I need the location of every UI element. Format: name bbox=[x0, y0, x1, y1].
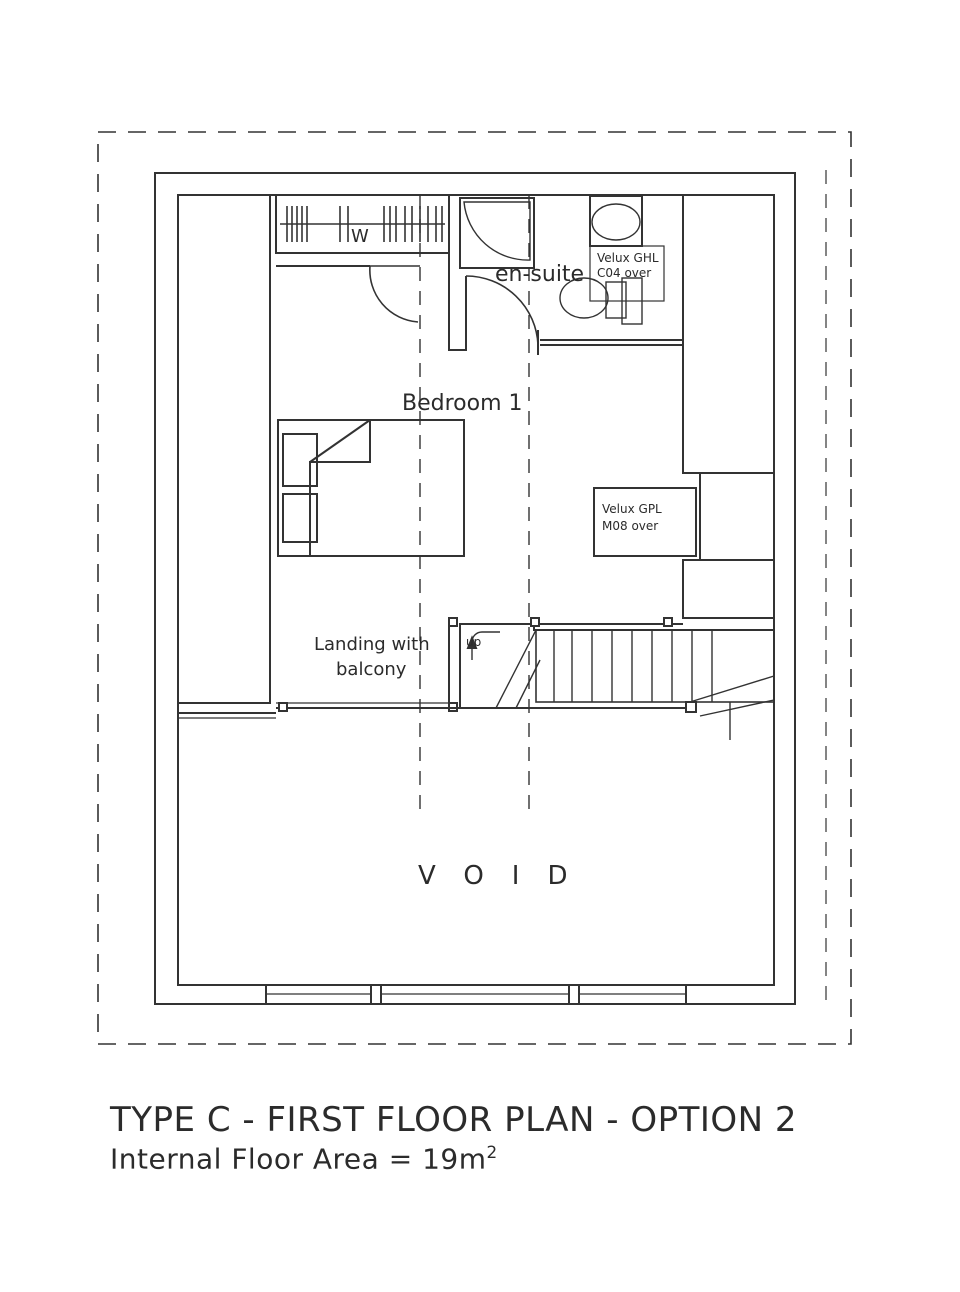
shower-curve bbox=[463, 201, 531, 261]
void-label: VOID bbox=[418, 861, 595, 891]
velux-gpl-window bbox=[593, 487, 697, 557]
balustrade-post-3 bbox=[685, 701, 697, 713]
wc-cistern bbox=[605, 281, 627, 319]
floor-area-text: Internal Floor Area = 19m bbox=[110, 1142, 487, 1176]
stair-arrow-head bbox=[466, 635, 478, 649]
stair-stringer bbox=[535, 629, 775, 703]
bedroom-door-swing bbox=[369, 265, 420, 323]
ensuite-door-swing bbox=[465, 275, 539, 346]
balustrade-post-1 bbox=[278, 702, 288, 712]
plan-title: TYPE C - FIRST FLOOR PLAN - OPTION 2 bbox=[110, 1100, 798, 1140]
right-wall-step bbox=[683, 472, 701, 561]
floor-area-caption: Internal Floor Area = 19m2 bbox=[110, 1142, 498, 1175]
ensuite-label: en-suite bbox=[495, 262, 584, 287]
velux-gpl-label-2: M08 over bbox=[602, 519, 658, 533]
floor-area-unit-superscript: 2 bbox=[486, 1142, 498, 1162]
stair-up-label: up bbox=[466, 635, 481, 649]
velux-ghl-label-2: C04 over bbox=[597, 266, 651, 280]
velux-ghl-window bbox=[589, 245, 665, 302]
bedside-table-top bbox=[282, 433, 318, 487]
landing-label-1: Landing with bbox=[314, 634, 430, 655]
wc-pan bbox=[559, 277, 609, 319]
velux-ghl-label-1: Velux GHL bbox=[597, 251, 659, 265]
bedside-table-bottom bbox=[282, 493, 318, 543]
bottom-window-mullion-1 bbox=[370, 984, 382, 1005]
wardrobe-hangers bbox=[280, 206, 445, 242]
landing-label-2: balcony bbox=[336, 659, 407, 680]
basin-bowl bbox=[591, 203, 641, 241]
stair-treads bbox=[495, 629, 775, 740]
velux-gpl-label-1: Velux GPL bbox=[602, 502, 662, 516]
ensuite-wall-left bbox=[448, 195, 467, 351]
bed-duvet-diagonal bbox=[309, 419, 371, 463]
shower-tray bbox=[459, 197, 535, 269]
site-boundary bbox=[97, 131, 852, 1045]
stair-post-1 bbox=[448, 617, 458, 627]
bottom-window-mullion-2 bbox=[568, 984, 580, 1005]
stair-post-2 bbox=[530, 617, 540, 627]
wardrobe-label: W bbox=[351, 226, 369, 247]
right-eaves-cupboard-lower bbox=[682, 559, 775, 619]
bed-duvet-fold bbox=[309, 420, 371, 556]
stair-post-3 bbox=[663, 617, 673, 627]
left-eaves-cupboard bbox=[177, 194, 271, 704]
bedroom-label: Bedroom 1 bbox=[402, 391, 523, 416]
right-eaves-cupboard bbox=[682, 194, 775, 474]
